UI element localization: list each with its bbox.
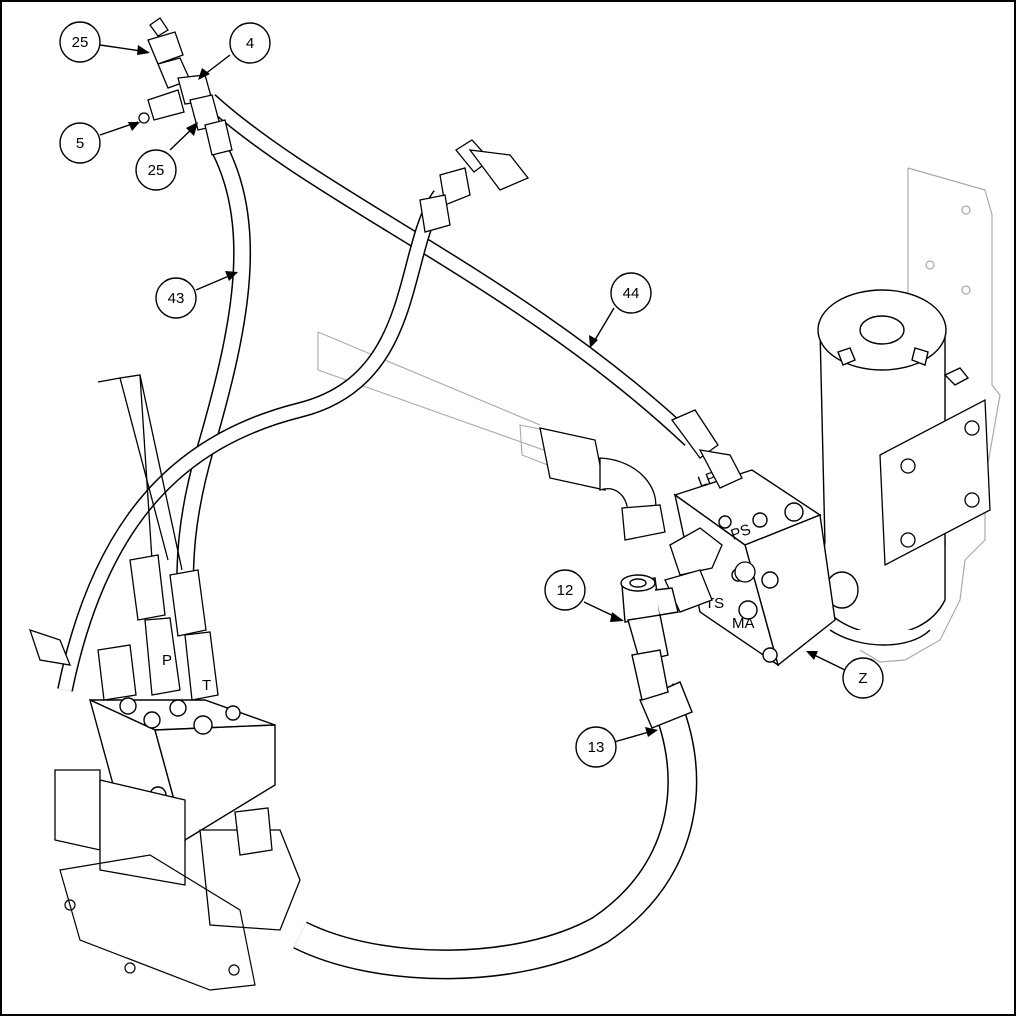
- hose-43-core: [177, 146, 250, 601]
- left-vertical-hoses: [97, 374, 183, 571]
- valve-block-fittings: [97, 554, 219, 701]
- callout-z: Z: [842, 657, 884, 699]
- hose-44-core: [205, 95, 695, 445]
- callout-z-label: Z: [858, 670, 867, 687]
- callout-4: 4: [229, 22, 271, 64]
- callout-43: 43: [155, 277, 197, 319]
- callout-25-top-label: 25: [72, 34, 89, 51]
- callout-13: 13: [575, 726, 617, 768]
- callout-25-bottom-label: 25: [148, 162, 165, 179]
- left-mounting-bracket: [59, 854, 256, 991]
- hose-13-fitting: [631, 649, 693, 729]
- elbow-fitting: [539, 427, 666, 541]
- callout-5-label: 5: [76, 135, 84, 152]
- port-mark-p: P: [162, 652, 172, 669]
- hose-44-end-fitting: [670, 409, 743, 489]
- left-solenoid-valve: [28, 628, 301, 931]
- callout-44-label: 44: [623, 285, 640, 302]
- manifold-cartridge-valve: [664, 527, 756, 613]
- callout-13-label: 13: [588, 739, 605, 756]
- callout-4-label: 4: [246, 35, 254, 52]
- callout-25-top: 25: [59, 21, 101, 63]
- callout-43-label: 43: [168, 290, 185, 307]
- return-hose-core: [58, 191, 446, 692]
- tee-fitting-12: [620, 574, 679, 663]
- port-mark-ma: MA: [732, 615, 755, 632]
- callout-5: 5: [59, 122, 101, 164]
- callout-12-label: 12: [557, 582, 574, 599]
- motor-side-plate: [879, 398, 991, 567]
- tee-fitting-4: [138, 17, 233, 156]
- callout-arrowheads: [128, 45, 818, 737]
- port-mark-t: T: [202, 677, 211, 694]
- callout-44: 44: [610, 272, 652, 314]
- return-hose: [57, 190, 447, 692]
- port-mark-ps: PS: [729, 521, 754, 544]
- top-tee-fitting: [419, 139, 530, 233]
- hose-13-core: [293, 683, 696, 978]
- callout-25-bottom: 25: [135, 149, 177, 191]
- callout-12: 12: [544, 569, 586, 611]
